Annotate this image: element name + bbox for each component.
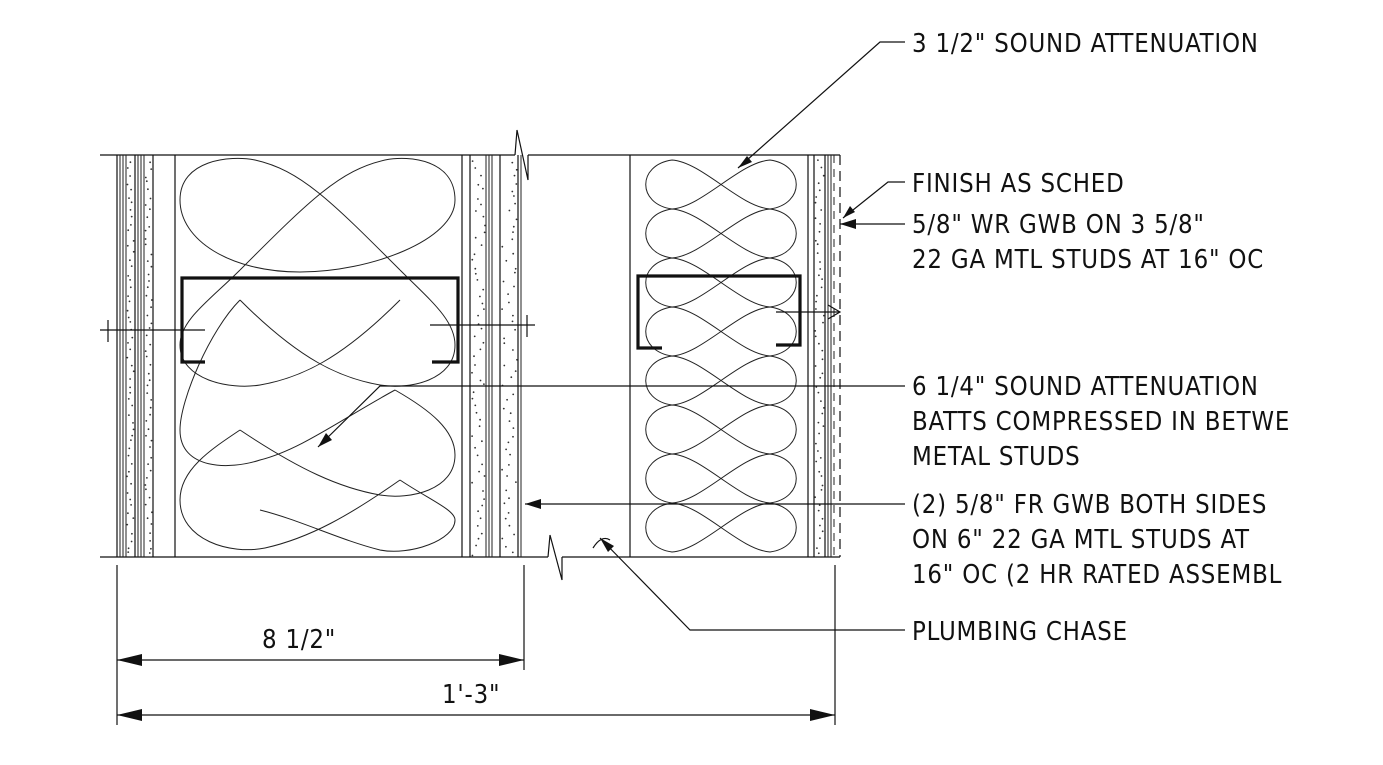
callout-fr-gwb-line1: (2) 5/8" FR GWB BOTH SIDES: [912, 490, 1267, 520]
center-gwb-stipple: [471, 160, 518, 557]
insulation-batts-6-1-4: [179, 157, 456, 552]
insulation-loop: [645, 453, 797, 504]
left-gwb-layers: [116, 155, 176, 557]
dimension-inner-label: 8 1/2": [262, 625, 336, 655]
callout-fr-gwb-line2: ON 6" 22 GA MTL STUDS AT: [912, 525, 1250, 555]
insulation-loop: [645, 159, 797, 210]
callout-finish: FINISH AS SCHED: [912, 169, 1125, 199]
callout-plumbing-chase: PLUMBING CHASE: [912, 617, 1128, 647]
insulation-loop: [645, 355, 797, 406]
insulation-loop: [645, 502, 797, 553]
insulation-batts-3-1-2: [645, 159, 797, 553]
callout-sound-attenuation-6-1-4-line2: BATTS COMPRESSED IN BETWE: [912, 407, 1290, 437]
insulation-loop: [645, 306, 797, 357]
left-gwb-stipple: [126, 161, 153, 554]
callout-wr-gwb-line2: 22 GA MTL STUDS AT 16" OC: [912, 245, 1264, 275]
callout-wr-gwb-line1: 5/8" WR GWB ON 3 5/8": [912, 210, 1205, 240]
leader-lines: [317, 41, 905, 631]
right-gwb-stipple: [814, 159, 825, 555]
callout-sound-attenuation-6-1-4-line3: METAL STUDS: [912, 442, 1080, 472]
callout-sound-attenuation-3-1-2: 3 1/2" SOUND ATTENUATION: [912, 29, 1259, 59]
metal-stud-6in: [100, 276, 535, 364]
metal-stud-3-5-8: [636, 274, 842, 350]
callout-fr-gwb-line3: 16" OC (2 HR RATED ASSEMBL: [912, 560, 1282, 590]
insulation-loop: [645, 404, 797, 455]
right-wall-layers: [629, 155, 841, 557]
center-gwb-layers: [461, 155, 522, 557]
insulation-loop: [645, 257, 797, 308]
dimension-lines: [116, 565, 836, 725]
insulation-loop: [645, 208, 797, 259]
callout-sound-attenuation-6-1-4-line1: 6 1/4" SOUND ATTENUATION: [912, 372, 1259, 402]
dimension-overall-label: 1'-3": [442, 680, 500, 710]
